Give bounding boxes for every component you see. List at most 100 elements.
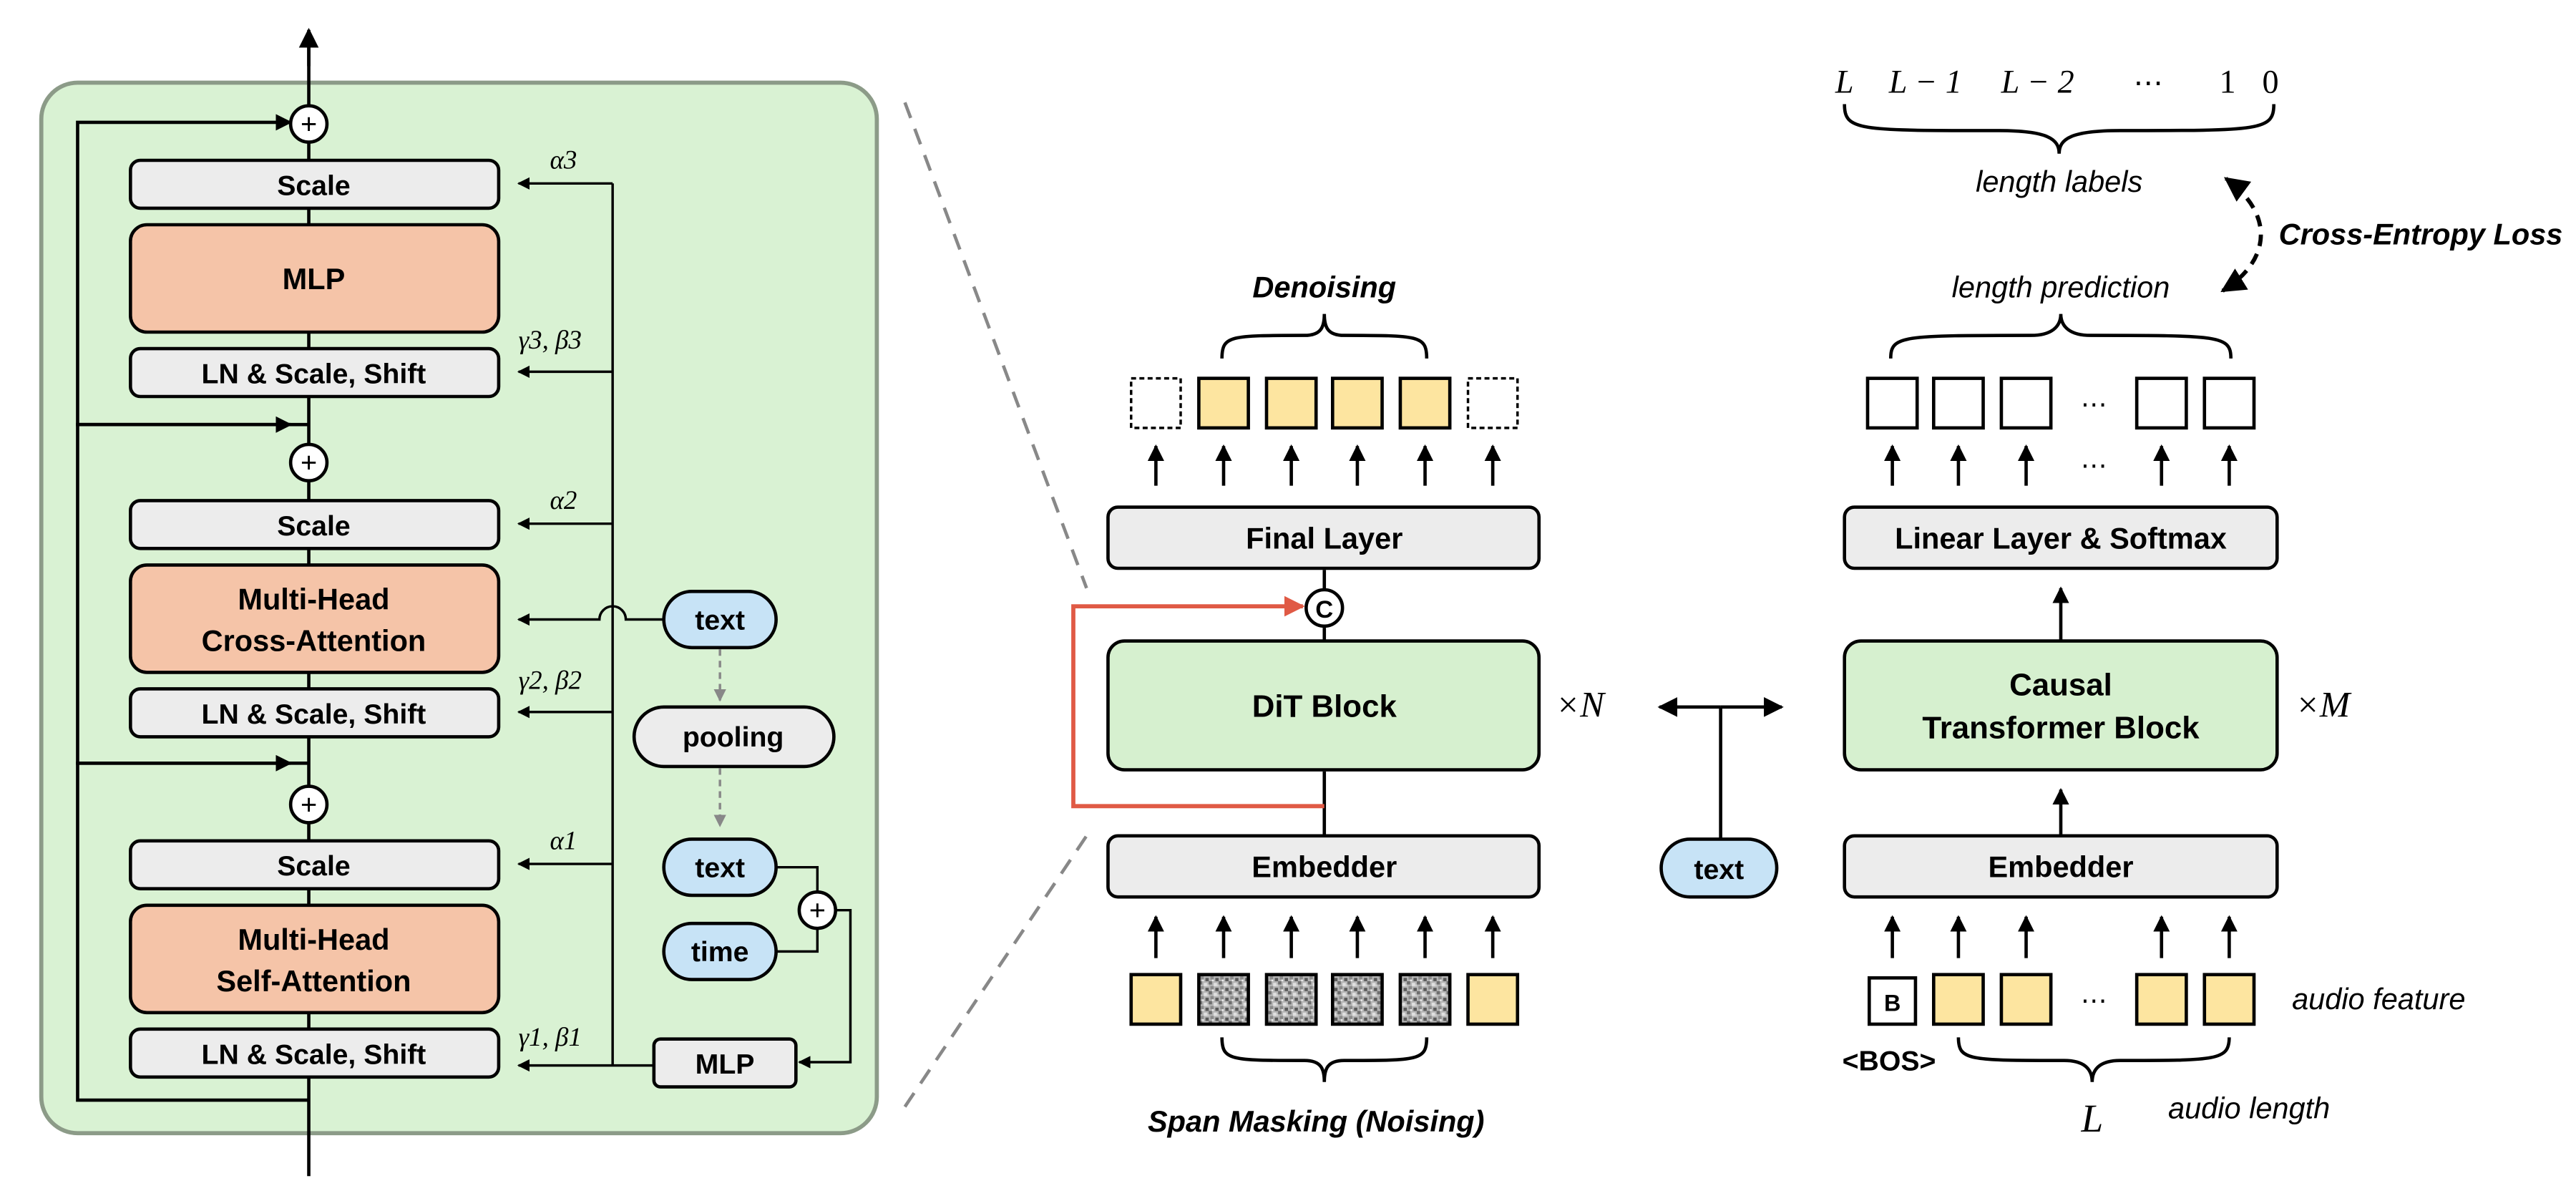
audio-length-label: audio length (2168, 1091, 2330, 1124)
dit-block-box (1106, 639, 1541, 772)
scale-label-1: Scale (277, 850, 351, 882)
cross-entropy-label: Cross-Entropy Loss (2279, 218, 2563, 251)
pred-token-dots: ⋯ (2081, 389, 2107, 419)
dit-embedder-box (1106, 834, 1541, 899)
residual-add-2: + (288, 442, 329, 482)
length-labels-caption: length labels (1976, 165, 2142, 198)
residual-add-1: + (288, 784, 329, 825)
pred-token-2 (1931, 376, 1985, 430)
pred-token-4 (2135, 376, 2188, 430)
cross-attention-line1: Multi-Head (238, 583, 389, 616)
dit-block-detail: + + + Scale MLP LN & Scale, Shift α3 γ3,… (39, 27, 879, 1177)
ln-box-3 (128, 346, 501, 399)
denoising-title: Denoising (1252, 271, 1396, 304)
dit-in-token-6 (1466, 973, 1520, 1026)
cross-attention-box (129, 563, 501, 674)
cond-mlp-label: MLP (696, 1049, 755, 1080)
dit-out-token-1 (1130, 376, 1182, 429)
plus-3: + (301, 107, 318, 140)
dit-out-arrows (1147, 444, 1501, 486)
length-predictor: L L − 1 L − 2 ⋯ 1 0 length labels Cross-… (1835, 63, 2563, 1140)
residual-add-3: + (288, 104, 329, 144)
dit-out-token-3 (1264, 376, 1318, 430)
length-prediction-caption: length prediction (1952, 271, 2170, 304)
alpha1-label: α1 (550, 825, 577, 855)
concat-symbol: C (1315, 596, 1333, 623)
scale-box-1 (128, 839, 501, 890)
gamma-beta3-label: γ3, β3 (519, 325, 582, 354)
pooling-label: pooling (683, 721, 784, 753)
audio-token-3 (2135, 973, 2188, 1026)
pred-token-3 (1999, 376, 2053, 430)
ln-box-1 (128, 1027, 501, 1079)
pred-token-1 (1865, 376, 1919, 430)
audio-token-2 (1999, 973, 2053, 1026)
mlp-label: MLP (283, 262, 346, 296)
concat-node: C (1304, 588, 1345, 628)
dit-out-token-4 (1330, 376, 1384, 430)
shared-text-label: text (1694, 854, 1744, 885)
ln-box-2 (128, 687, 501, 739)
pred-arrow-dots: ⋯ (2081, 450, 2107, 480)
cond-text-label: text (695, 604, 745, 636)
audio-token-1 (1931, 973, 1985, 1026)
cond-text-pill (662, 590, 778, 650)
plus-1: + (301, 788, 318, 821)
dit-in-noise-token-3 (1264, 973, 1318, 1026)
gamma-beta2-label: γ2, β2 (519, 665, 582, 694)
shared-text-pill (1659, 837, 1779, 899)
scale-label-2: Scale (277, 510, 351, 542)
dit-block-label: DiT Block (1252, 689, 1397, 724)
pooling-pill (632, 705, 836, 769)
dit-in-noise-token-5 (1398, 973, 1452, 1026)
dit-times-n: ×N (1556, 685, 1606, 725)
causal-block-box (1843, 639, 2279, 772)
pred-embedder-box (1843, 834, 2279, 899)
bos-label: <BOS> (1843, 1046, 1936, 1077)
pred-token-5 (2202, 376, 2256, 430)
final-layer-label: Final Layer (1246, 521, 1402, 555)
dit-model: Denoising Final Layer C DiT Block ×N (1071, 271, 1606, 1138)
time-label: time (691, 936, 749, 968)
audio-length-symbol: L (2080, 1097, 2103, 1140)
length-token-0: 0 (2263, 63, 2279, 99)
ln-label-3: LN & Scale, Shift (202, 359, 426, 390)
scale-label-3: Scale (277, 170, 351, 201)
alpha3-label: α3 (550, 145, 577, 175)
audio-token-dots: ⋯ (2081, 986, 2107, 1015)
alpha2-label: α2 (550, 485, 577, 515)
cond-plus: + (809, 894, 826, 927)
causal-block-line1: Causal (2009, 668, 2112, 703)
span-masking-label: Span Masking (Noising) (1148, 1104, 1485, 1138)
audio-feature-label: audio feature (2292, 982, 2465, 1016)
length-token-dots: ⋯ (2134, 66, 2164, 99)
dit-in-noise-token-2 (1197, 973, 1250, 1026)
dit-in-arrows (1147, 915, 1501, 958)
dit-out-token-2 (1197, 376, 1250, 430)
cross-attention-line2: Cross-Attention (202, 623, 426, 657)
linear-softmax-label: Linear Layer & Softmax (1895, 521, 2227, 555)
self-attention-box (129, 903, 501, 1015)
dit-out-token-6 (1466, 376, 1519, 429)
linear-softmax-box (1843, 505, 2279, 570)
causal-times-m: ×M (2296, 685, 2352, 725)
dit-embedder-label: Embedder (1252, 850, 1397, 884)
bos-token-letter: B (1884, 990, 1901, 1016)
length-token-L-1: L − 1 (1888, 63, 1962, 99)
dit-out-token-5 (1398, 376, 1452, 430)
audio-token-4 (2202, 973, 2256, 1026)
ln-label-2: LN & Scale, Shift (202, 699, 426, 730)
causal-block-line2: Transformer Block (1922, 711, 2200, 746)
dit-in-token-1 (1129, 973, 1183, 1026)
cond-add: + (797, 890, 837, 930)
length-token-L-2: L − 2 (2001, 63, 2074, 99)
scale-box-2 (128, 499, 501, 550)
pred-out-arrows (1884, 444, 2238, 486)
length-token-1: 1 (2220, 63, 2236, 99)
mlp-box (129, 223, 501, 334)
pooled-text-label: text (695, 852, 745, 884)
ln-label-1: LN & Scale, Shift (202, 1039, 426, 1070)
pred-in-arrows (1884, 915, 2238, 958)
final-layer-box (1106, 505, 1541, 570)
